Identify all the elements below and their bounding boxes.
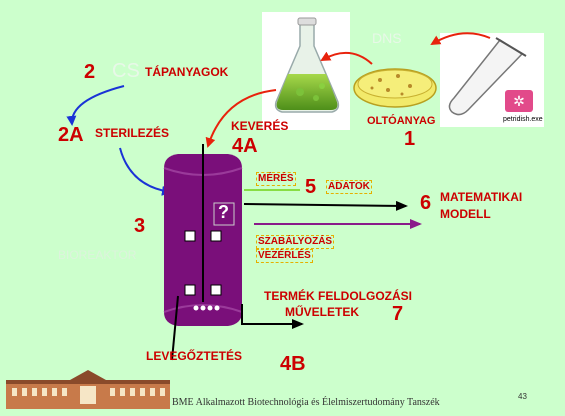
step-4a-label: KEVERÉS	[231, 119, 289, 133]
arrow-flask-to-reactor	[205, 89, 277, 148]
page-number: 43	[518, 392, 527, 401]
petri-dish-icon	[353, 68, 437, 108]
step-2a-number: 2A	[58, 124, 84, 146]
bioreactor-question: ?	[218, 202, 229, 222]
step-5-number: 5	[305, 176, 317, 198]
bioreactor-label: BIOREAKTOR	[58, 248, 137, 262]
product-arrow	[241, 304, 304, 329]
footer-text: BME Alkalmazott Biotechnológia és Élelmi…	[172, 397, 440, 408]
aeration-line	[171, 295, 179, 361]
step-2a-label: STERILEZÉS	[95, 126, 170, 140]
petri-file-label: petridish.exe	[503, 116, 543, 123]
step-7-number: 7	[392, 303, 404, 325]
step-2-number: 2	[84, 61, 96, 83]
app-icon: ✲	[505, 90, 533, 112]
model-label-line2: MODELL	[440, 207, 491, 221]
svg-text:✲: ✲	[513, 94, 525, 110]
university-building-icon	[6, 370, 170, 409]
step-3-number: 3	[134, 215, 146, 237]
step-1-number: 1	[404, 128, 416, 150]
arrow-dish-to-flask	[320, 51, 373, 65]
step-4b-number: 4B	[280, 353, 306, 375]
product-label-line2: MŰVELETEK	[285, 305, 360, 319]
step-6-number: 6	[420, 192, 432, 214]
step-1-label: OLTÓANYAG	[367, 115, 436, 127]
flask-icon	[274, 17, 340, 113]
ghost-dns-label: DNS	[372, 30, 402, 46]
test-tube-icon	[448, 37, 527, 116]
measurement-label: MÉRÉS	[256, 172, 296, 186]
step-2-label: TÁPANYAGOK	[145, 65, 229, 79]
ghost-cs-label: CS	[112, 60, 140, 82]
product-label-line1: TERMÉK FELDOLGOZÁSI	[264, 289, 412, 303]
bioreactor	[163, 144, 243, 326]
arrow-sterile-to-reactor	[119, 147, 172, 196]
data-arrow	[243, 200, 408, 211]
aeration-label: LEVEGŐZTETÉS	[146, 349, 243, 363]
step-4a-number: 4A	[232, 135, 258, 157]
control-label-line1: SZABÁLYOZÁS	[256, 235, 335, 249]
arrow-nutrients-to-sterile	[66, 85, 125, 126]
model-label-line1: MATEMATIKAI	[440, 190, 523, 204]
data-label: ADATOK	[326, 180, 372, 194]
arrow-tube-to-dish	[430, 32, 491, 46]
control-label-line2: VEZÉRLÉS	[256, 249, 313, 263]
